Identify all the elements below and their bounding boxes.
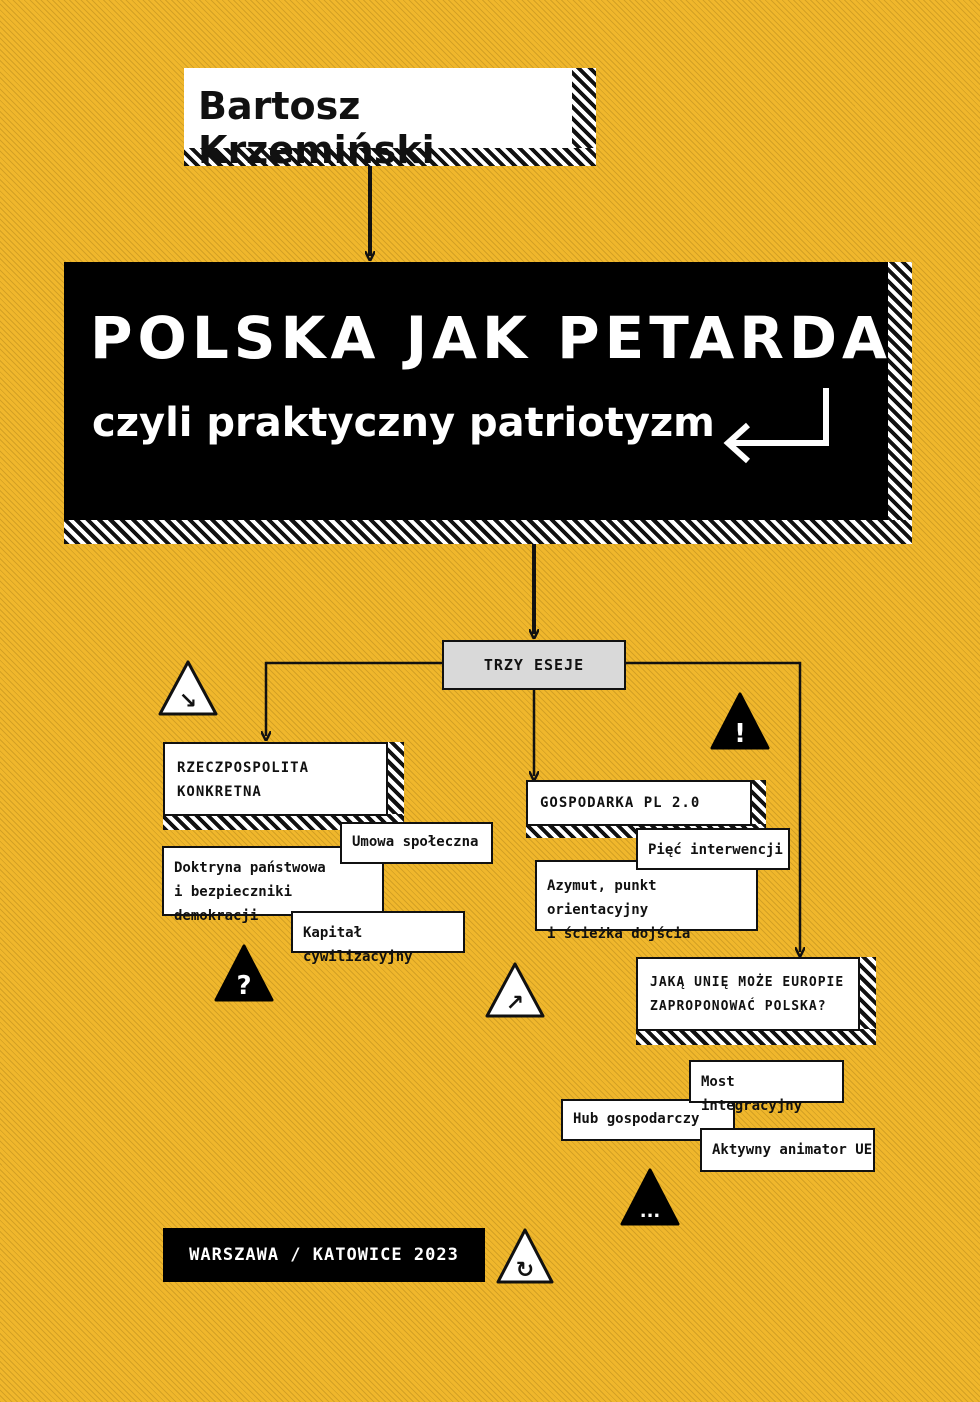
essay-1-tag-civilizational-capital: Kapitał cywilizacyjny: [291, 911, 465, 965]
book-title: POLSKA JAK PETARDA: [90, 304, 892, 372]
arrow-root-to-essay-3: [626, 661, 800, 952]
ellipsis-sign-icon: ...: [620, 1168, 680, 1226]
question-glyph: ?: [236, 971, 251, 1001]
essay-2-box: GOSPODARKA PL 2.0: [526, 780, 752, 826]
title-box-hatch-right: [888, 262, 912, 544]
essay-3-hatch-bottom: [636, 1029, 876, 1045]
arrow-root-to-essay-1: [266, 661, 442, 736]
title-box-hatch-bottom: [64, 520, 912, 544]
title-box: POLSKA JAK PETARDA czyli praktyczny patr…: [64, 262, 912, 544]
author-box: Bartosz Krzemiński: [184, 68, 596, 172]
ellipsis-glyph: ...: [640, 1201, 661, 1222]
essay-3-hatch-right: [858, 957, 876, 1045]
diag-up-arrow-glyph: ↗: [506, 991, 524, 1016]
return-arrow-icon: [723, 388, 829, 464]
author-box-panel: Bartosz Krzemiński: [184, 68, 572, 172]
essay-1-tag-social-contract: Umowa społeczna: [340, 822, 493, 864]
question-sign-icon: ?: [214, 944, 274, 1002]
essay-2-hatch-right: [750, 780, 766, 838]
essay-1-title: RZECZPOSPOLITA KONKRETNA: [177, 760, 310, 800]
essay-2-tag-five-interventions: Pięć interwencji: [636, 828, 790, 870]
author-name: Bartosz Krzemiński: [198, 84, 435, 172]
essay-3-tag-active-animator: Aktywny animator UE: [700, 1128, 875, 1172]
diag-up-arrow-sign-icon: ↗: [485, 962, 545, 1018]
publisher-imprint: WARSZAWA / KATOWICE 2023: [163, 1228, 485, 1282]
essay-1-hatch-right: [386, 742, 404, 830]
refresh-glyph: ↻: [516, 1258, 534, 1283]
author-box-hatch-bottom: [184, 148, 596, 166]
essay-2-tag-azimuth: Azymut, punkt orientacyjny i ścieżka doj…: [535, 860, 758, 942]
root-node-three-essays: TRZY ESEJE: [442, 640, 626, 690]
title-panel: POLSKA JAK PETARDA czyli praktyczny patr…: [64, 262, 888, 520]
essay-2-title: GOSPODARKA PL 2.0: [540, 795, 701, 811]
exclamation-glyph: !: [734, 719, 746, 749]
essay-3-box: JAKĄ UNIĘ MOŻE EUROPIE ZAPROPONOWAĆ POLS…: [636, 957, 860, 1031]
refresh-sign-icon: ↻: [496, 1228, 554, 1284]
diag-down-arrow-glyph: ↘: [179, 689, 197, 714]
essay-3-title: JAKĄ UNIĘ MOŻE EUROPIE ZAPROPONOWAĆ POLS…: [650, 975, 845, 1014]
diag-down-arrow-sign-icon: ↘: [158, 660, 218, 716]
essay-1-box: RZECZPOSPOLITA KONKRETNA: [163, 742, 388, 816]
exclamation-sign-icon: !: [710, 692, 770, 750]
book-subtitle: czyli praktyczny patriotyzm: [92, 400, 715, 446]
essay-3-tag-integration-bridge: Most integracyjny: [689, 1060, 844, 1114]
